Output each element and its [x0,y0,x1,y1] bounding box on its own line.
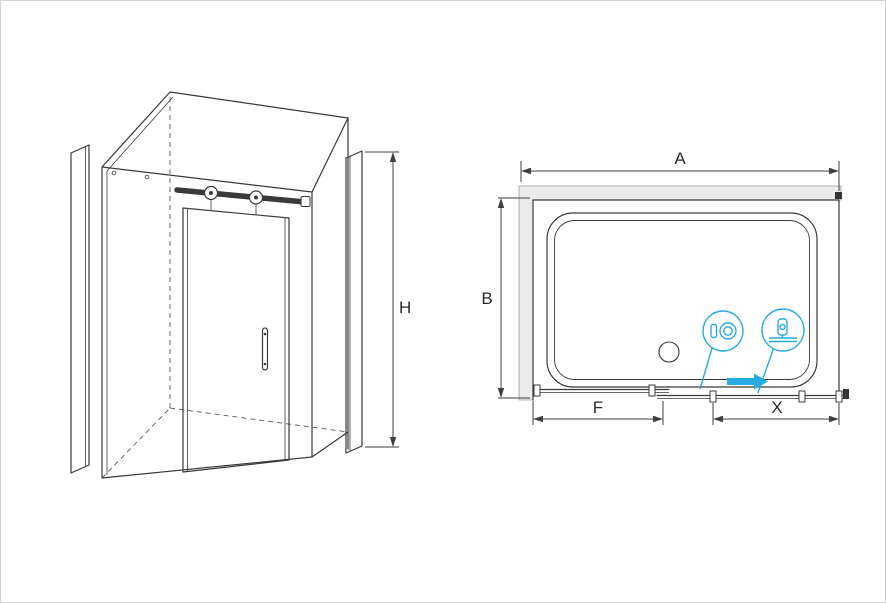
dimension-x: X [712,398,840,425]
isometric-view: H [70,91,411,479]
hidden-edges [101,97,349,479]
dim-f-label: F [593,398,603,417]
dim-b-label: B [481,289,492,308]
dimension-h: H [365,151,411,448]
wall-profile-left [70,144,90,474]
roller-right-icon [248,190,264,215]
wall-profile-right [345,150,363,454]
rail-door [656,394,848,399]
direction-arrow-icon [727,373,768,390]
detail-callouts [699,308,805,394]
enclosure-outline [532,192,849,401]
door-stopper-icon [843,389,849,399]
roller-side-detail-icon [761,308,805,352]
roller-left-icon [203,185,219,211]
shower-tray-inner [554,220,810,380]
wall-mount-top-icon [835,192,842,199]
dim-x-label: X [771,398,782,417]
plan-view: A B F X [481,149,849,425]
dimension-f: F [532,398,664,425]
door-handle-icon [261,327,269,371]
dimension-b: B [481,197,530,399]
roller-front-detail-icon [702,310,744,352]
rail-fixed [532,388,670,393]
glass-top-rims [101,91,349,193]
glass-vertical-edges [101,117,349,479]
dim-h-label: H [399,298,411,317]
bottom-edges [101,431,349,479]
glass-clamp-dots [111,170,150,180]
dim-a-label: A [674,149,686,168]
shower-tray [546,212,818,388]
sliding-door [182,207,290,473]
drain-icon [658,341,680,363]
dimension-a: A [520,149,840,191]
bar-bracket [300,196,311,207]
rail-clips [533,384,843,403]
slider-bar [174,187,311,207]
